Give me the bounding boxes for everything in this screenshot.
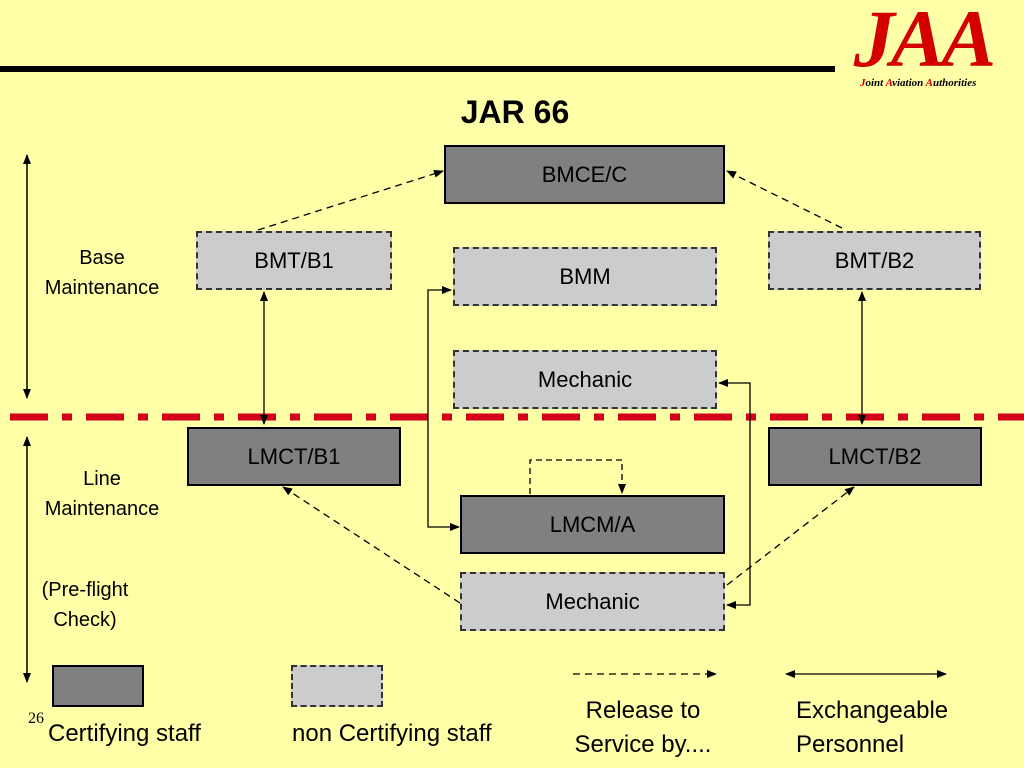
page-number: 26 bbox=[28, 710, 44, 727]
header-rule bbox=[0, 66, 835, 72]
legend-certifying-swatch bbox=[52, 665, 144, 707]
box-lmct-b1: LMCT/B1 bbox=[187, 427, 401, 486]
exchange-arrow-lmcm-bmm bbox=[427, 286, 460, 531]
base-maintenance-label-line2: Maintenance bbox=[44, 277, 160, 299]
box-lmct-b2: LMCT/B2 bbox=[768, 427, 982, 486]
legend-exchange-line2: Personnel bbox=[796, 731, 905, 758]
line-maintenance-label-line2: Maintenance bbox=[44, 498, 160, 520]
release-arrow-mechanic-to-lmct-b1 bbox=[282, 486, 461, 604]
release-arrow-mechanic-to-lmct-b2 bbox=[726, 486, 855, 586]
base-maintenance-label: Base Maintenance bbox=[22, 243, 182, 303]
preflight-check-label: (Pre-flight Check) bbox=[5, 575, 165, 635]
legend-release-line1: Release to bbox=[585, 697, 701, 724]
preflight-label-line2: Check) bbox=[53, 609, 117, 631]
box-bmt-b2: BMT/B2 bbox=[768, 231, 981, 290]
jaa-logo-subtitle: Joint Aviation Authorities bbox=[860, 77, 977, 89]
box-bmm: BMM bbox=[453, 247, 717, 306]
exchange-arrow-mechanics bbox=[718, 379, 751, 609]
box-mechanic-line: Mechanic bbox=[460, 572, 725, 631]
box-bmce-c: BMCE/C bbox=[444, 145, 725, 204]
release-arrow-lmcm-self bbox=[529, 459, 626, 494]
legend-release-label: Release to Service by.... bbox=[568, 694, 718, 762]
line-maintenance-label-line1: Line bbox=[83, 468, 121, 490]
release-arrow-bmt-b1-to-bmce bbox=[257, 169, 444, 231]
preflight-label-line1: (Pre-flight bbox=[41, 579, 129, 601]
legend-non-certifying-label: non Certifying staff bbox=[292, 720, 492, 747]
box-lmcm-a: LMCM/A bbox=[460, 495, 725, 554]
legend-non-certifying-swatch bbox=[291, 665, 383, 707]
legend-certifying-label: Certifying staff bbox=[48, 720, 201, 747]
box-bmt-b1: BMT/B1 bbox=[196, 231, 392, 290]
release-arrow-bmt-b2-to-bmce bbox=[726, 170, 843, 229]
box-mechanic-base: Mechanic bbox=[453, 350, 717, 409]
legend-exchange-line1: Exchangeable bbox=[796, 697, 949, 724]
legend-release-line2: Service by.... bbox=[574, 731, 712, 758]
line-maintenance-label: Line Maintenance bbox=[22, 464, 182, 524]
base-maintenance-label-line1: Base bbox=[79, 247, 125, 269]
jaa-logo: JAA bbox=[853, 0, 996, 84]
legend-exchange-label: Exchangeable Personnel bbox=[796, 694, 948, 762]
page-title: JAR 66 bbox=[460, 94, 570, 130]
